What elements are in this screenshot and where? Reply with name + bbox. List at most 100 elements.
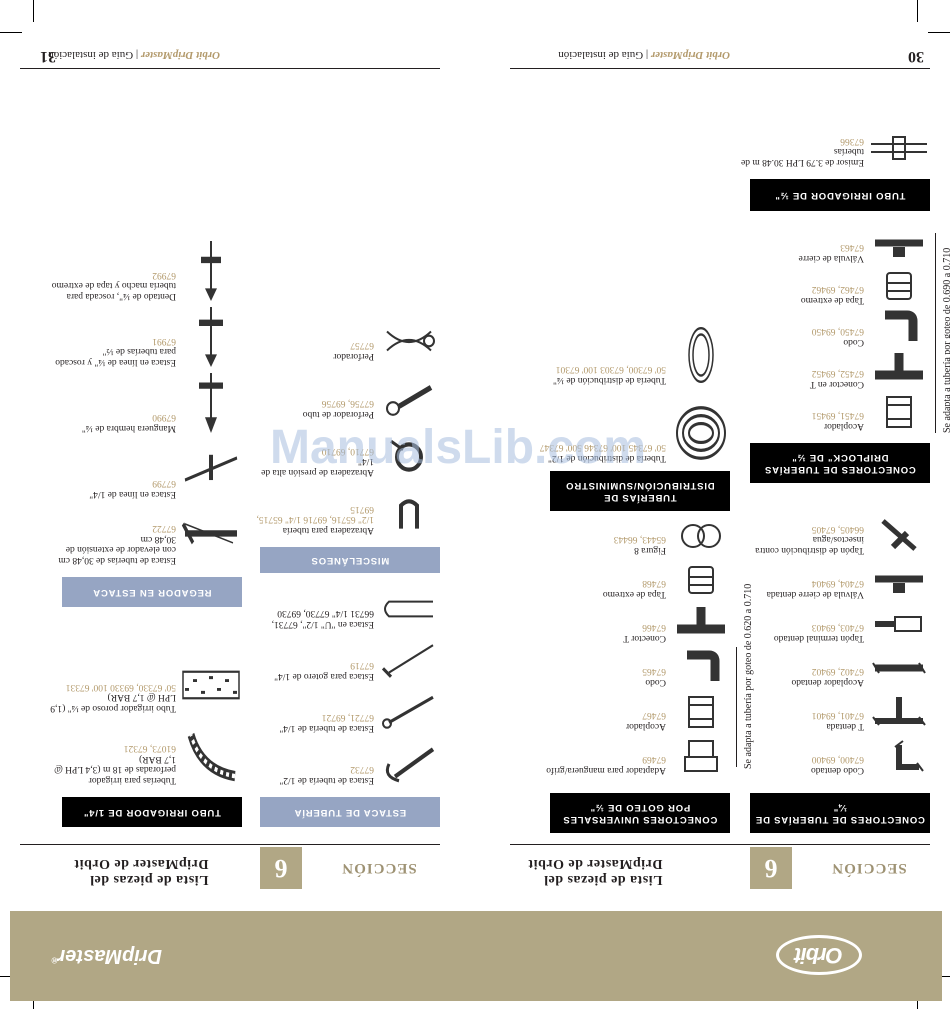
crop-mark [0,32,22,33]
part-name: Manguera hembra de ¼" [81,423,176,433]
part-name: Adaptador para manguera/grifo [546,765,666,775]
parts-list-item: Estaca en línea de ¼" y roscado para tub… [47,307,242,369]
part-code: 67400, 69400 [811,754,864,765]
part-code: 67366 [840,136,864,146]
part-code: 67719 [350,660,374,671]
dripper-stake-icon [378,641,440,681]
crop-mark [917,0,918,22]
part-code: 67465 [642,666,666,677]
part-code: 66405, 67405 [811,524,864,534]
figure-eight-icon [670,517,732,555]
part-name: Acoplador [625,721,666,731]
part-name: Tapón terminal dentado [773,633,864,643]
barbed-coupler-icon [868,649,930,687]
part-code: 67721, 69721 [321,712,374,723]
part-name: Tubería de distribución de ¼" [552,375,666,385]
parts-list-item: Estaca en "U" 1/2", 67731, 66731 1/4" 67… [245,589,440,631]
part-code: 67450, 69450 [811,326,864,337]
riser-stake-icon [180,505,242,565]
part-description: Dentado de ¼", roscada para tubería mach… [48,270,176,302]
end-cap-icon [670,561,732,599]
header-misc: MISCELÁNEOS [260,547,440,573]
title-line-2: DripMaster de Orbit [74,856,209,871]
crop-mark [928,32,950,33]
part-code: 67469 [642,754,666,765]
orbit-logo-text: Orbit [795,943,843,968]
header-driplock: CONECTORES DE TUBERÍAS DRIPLOCK" DE ½" [750,443,930,483]
bracket-line [736,647,737,767]
parts-list-item: Tapón de distribución contra insectos/ag… [735,515,930,557]
barbed-end-cap-icon [868,605,930,643]
part-code: 67756, 69756 [321,398,374,409]
part-code: 67404, 69404 [811,578,864,589]
elbow-icon [868,309,930,347]
header-connectors-quarter: CONECTORES DE TUBERÍAS DE ¼" [750,793,930,833]
part-code: 67992 [152,270,176,280]
female-hose-stake-icon [180,373,242,433]
header-tubing-stake: ESTACA DE TUBERÍA [260,797,440,827]
watermark: ManualsLib.com [270,421,647,474]
part-code: 67757 [350,340,374,351]
bracket-line [935,233,936,433]
part-description: Tuberías para irrigador perforadas de 18… [48,743,176,786]
shutoff-valve-icon [868,225,930,263]
dripmaster-logo-text: DripMaster [57,945,162,967]
parts-list-item: Tubo irrigador poroso de ¼" (1,9 LPH @ 1… [47,670,242,715]
part-description: Estaca de tubería de 1/4"67721, 69721 [246,712,374,734]
part-name: Tapa de extremo [602,589,666,599]
running-rule [510,68,930,69]
part-code: 61073, 67321 [123,743,176,754]
running-head: Orbit DripMaster | Guía de instalación [48,49,220,61]
running-head: Orbit DripMaster | Guía de instalación [558,49,730,61]
part-code: 67463 [840,242,864,253]
end-cap-icon [868,267,930,305]
distribution-plug-icon [868,517,930,555]
part-code: 67732 [350,764,374,775]
porous-tubing-icon [180,657,242,713]
part-code: 67722 [152,523,176,534]
header-irrigator-half: TUBO IRRIGADOR DE ½" [750,179,930,211]
part-name: T dentada [826,721,864,731]
hole-punch-icon [378,321,440,361]
part-description: Estaca de tuberías de 30,48 cm con eleva… [48,523,176,566]
part-code: 67462, 69462 [811,284,864,295]
part-name: Dentado de ¼", roscada para tubería mach… [51,280,176,302]
page-title: Lista de piezas del DripMaster de Orbit [74,855,208,887]
part-name: Estaca de tubería de 1/4" [279,723,374,733]
header-distribution-tubing: TUBERÍAS DE DISTRIBUCIÓN/SUMINISTRO [550,471,730,511]
section-label: SECCIÓN [831,860,907,877]
part-description: Tubería de distribución de ¼"50' 67300, … [538,364,666,386]
running-text: Guía de instalación [48,49,134,61]
part-description: Estaca en línea de ¼" y roscado para tub… [48,336,176,367]
part-code: 67467 [642,710,666,721]
running-text: Guía de instalación [558,49,644,61]
parts-list-item: Estaca de tuberías de 30,48 cm con eleva… [47,522,242,567]
u-stake-icon [378,589,440,629]
part-name: Tapón de distribución contra insectos/ag… [755,534,864,556]
part-description: Estaca en línea de 1/4"67799 [48,478,176,500]
running-brand: Orbit DripMaster [650,49,730,61]
barbed-elbow-icon [868,737,930,775]
running-separator: | [135,49,139,61]
quarter-tubing-coil-icon [670,325,732,385]
part-name: Codo [843,337,864,347]
part-name: Perforador [333,351,374,361]
section-label: SECCIÓN [341,860,417,877]
parts-list-item: Manguera hembra de ¼"67990 [47,373,242,435]
part-code: 50' 67330, 69330 100' 67331 [65,682,176,692]
part-code: 67991 [152,336,176,346]
title-line-1: Lista de piezas del [543,872,663,887]
